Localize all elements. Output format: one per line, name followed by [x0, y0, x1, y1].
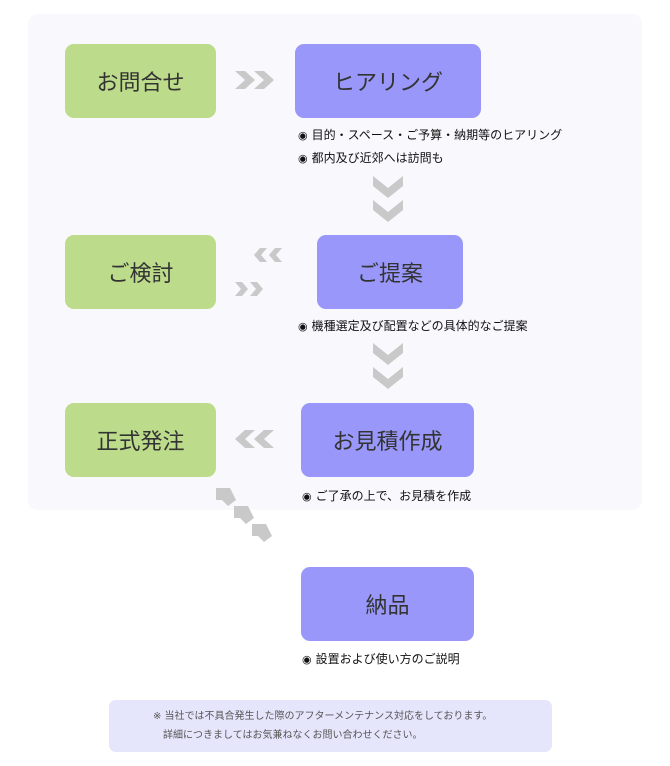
- double-chevron-left-icon: [235, 430, 274, 448]
- footer-line-2: 詳細につきましてはお気兼ねなくお問い合わせください。: [163, 730, 423, 741]
- delivery-note-1: ◉設置および使い方のご説明: [302, 652, 460, 666]
- double-chevron-right-icon: [235, 282, 263, 296]
- footer-line-1: ※ 当社では不具合発生した際のアフターメンテナンス対応をしております。: [153, 711, 493, 722]
- double-chevron-down-icon: [373, 343, 403, 389]
- bullet-icon: ◉: [298, 152, 308, 165]
- bullet-icon: ◉: [298, 129, 308, 142]
- double-chevron-right-icon: [235, 71, 274, 89]
- after-service-note: ※ 当社では不具合発生した際のアフターメンテナンス対応をしております。 詳細につ…: [109, 700, 552, 752]
- step-hearing: ヒアリング: [295, 44, 481, 118]
- estimate-note-1: ◉ご了承の上で、お見積を作成: [302, 489, 472, 503]
- bullet-icon: ◉: [302, 653, 312, 666]
- step-proposal: ご提案: [317, 235, 463, 309]
- step-consideration: ご検討: [65, 235, 216, 309]
- proposal-note-1: ◉機種選定及び配置などの具体的なご提案: [298, 319, 528, 333]
- double-chevron-left-icon: [254, 248, 282, 262]
- hearing-note-2: ◉都内及び近郊へは訪問も: [298, 151, 444, 165]
- chevron-diagonal-icon: [216, 488, 272, 542]
- double-chevron-down-icon: [373, 176, 403, 222]
- step-inquiry: お問合せ: [65, 44, 216, 118]
- bullet-icon: ◉: [302, 490, 312, 503]
- hearing-note-1: ◉目的・スペース・ご予算・納期等のヒアリング: [298, 128, 563, 142]
- step-delivery: 納品: [301, 567, 474, 641]
- step-order: 正式発注: [65, 403, 216, 477]
- step-estimate: お見積作成: [301, 403, 474, 477]
- bullet-icon: ◉: [298, 320, 308, 333]
